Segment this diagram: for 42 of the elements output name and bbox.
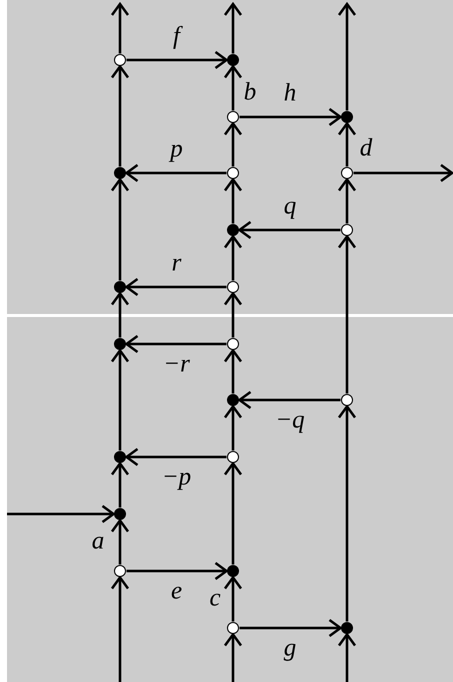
arrow xyxy=(110,65,130,166)
arrow xyxy=(110,292,130,338)
arrow xyxy=(7,504,115,524)
arrow xyxy=(224,633,242,682)
arrow xyxy=(240,108,342,126)
arrow xyxy=(338,633,356,682)
arrow xyxy=(125,448,226,466)
arrow xyxy=(110,178,130,280)
arrow xyxy=(110,519,130,564)
arrow xyxy=(338,405,356,622)
arrow xyxy=(110,576,130,682)
arrow xyxy=(224,405,242,450)
arrow xyxy=(224,65,242,110)
arrow xyxy=(126,50,228,70)
arrow xyxy=(126,562,228,580)
vertex-label: b xyxy=(242,80,258,104)
arrow xyxy=(338,2,356,110)
arrow xyxy=(224,576,242,622)
arrow xyxy=(224,462,242,564)
arrow xyxy=(338,122,356,166)
arrow xyxy=(338,178,356,224)
arrow xyxy=(224,2,242,54)
vertex-label: c xyxy=(208,586,222,610)
arrow xyxy=(125,164,226,182)
arrow xyxy=(354,164,453,182)
arrow xyxy=(240,618,342,638)
arrow xyxy=(125,334,226,354)
vertex-label: a xyxy=(90,528,106,554)
vertex-label: d xyxy=(358,136,374,160)
arrow xyxy=(338,235,356,394)
arrow xyxy=(238,220,340,240)
arrow xyxy=(224,122,242,166)
arrow xyxy=(110,2,130,54)
arrow xyxy=(224,292,242,338)
arrow xyxy=(110,349,130,450)
arrow xyxy=(238,390,340,410)
edge-label: f xyxy=(171,24,182,48)
arrow xyxy=(224,178,242,224)
arrow xyxy=(224,235,242,280)
arrow xyxy=(125,278,226,296)
arrow xyxy=(110,462,130,508)
arrow xyxy=(224,349,242,394)
